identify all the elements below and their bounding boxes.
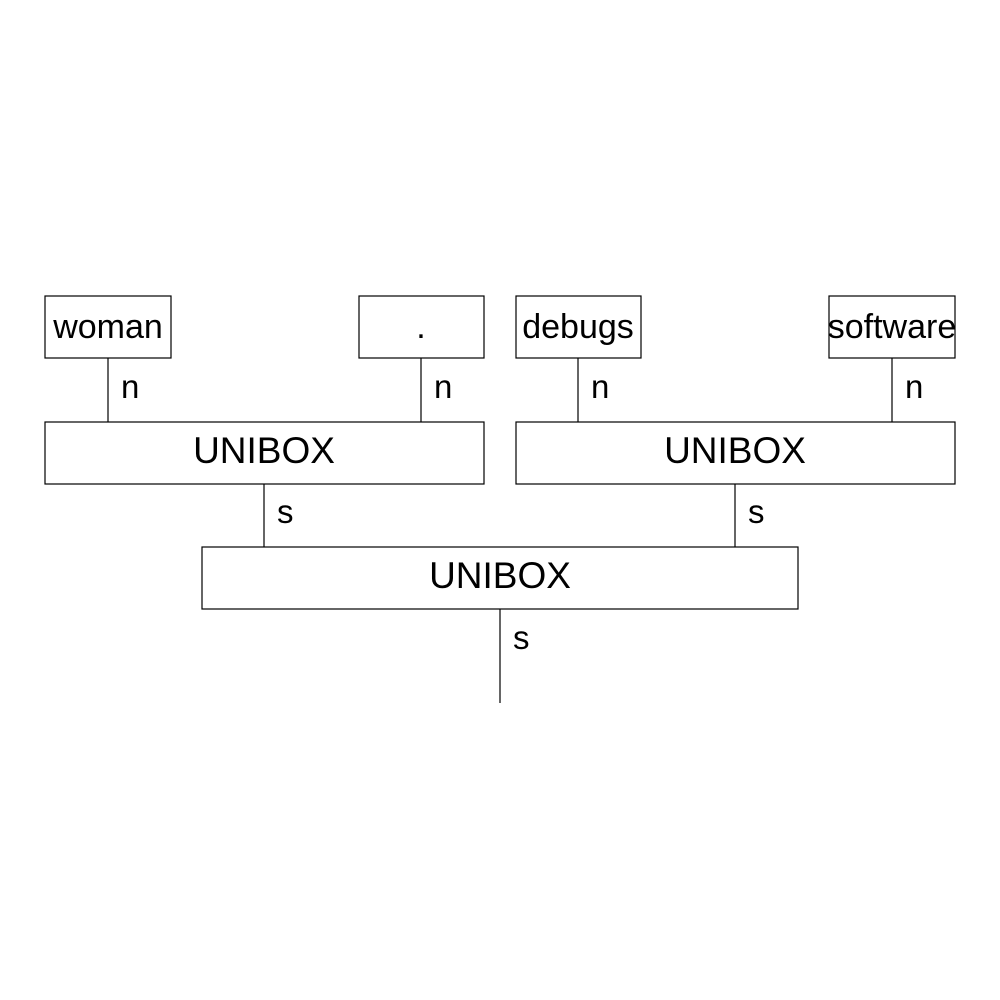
wire-type-label: n — [591, 368, 609, 405]
unibox-bottom: UNIBOX — [201, 546, 799, 610]
wire-type-label: s — [748, 493, 765, 530]
unibox-label: UNIBOX — [193, 430, 335, 471]
word-box-period: . — [358, 295, 485, 359]
unibox-label: UNIBOX — [429, 555, 571, 596]
unibox-right: UNIBOX — [515, 421, 956, 485]
wire-type-label: s — [513, 619, 530, 656]
wire-type-label: n — [434, 368, 452, 405]
word-label: . — [416, 308, 425, 346]
unibox-label: UNIBOX — [664, 430, 806, 471]
word-box-software: software — [828, 295, 957, 359]
wire-type-label: n — [905, 368, 923, 405]
word-box-debugs: debugs — [515, 295, 642, 359]
word-label: debugs — [522, 308, 634, 346]
wire-type-label: n — [121, 368, 139, 405]
unibox-left: UNIBOX — [44, 421, 485, 485]
word-label: software — [828, 308, 957, 346]
word-box-woman: woman — [44, 295, 172, 359]
word-label: woman — [52, 308, 163, 346]
wire-type-label: s — [277, 493, 294, 530]
